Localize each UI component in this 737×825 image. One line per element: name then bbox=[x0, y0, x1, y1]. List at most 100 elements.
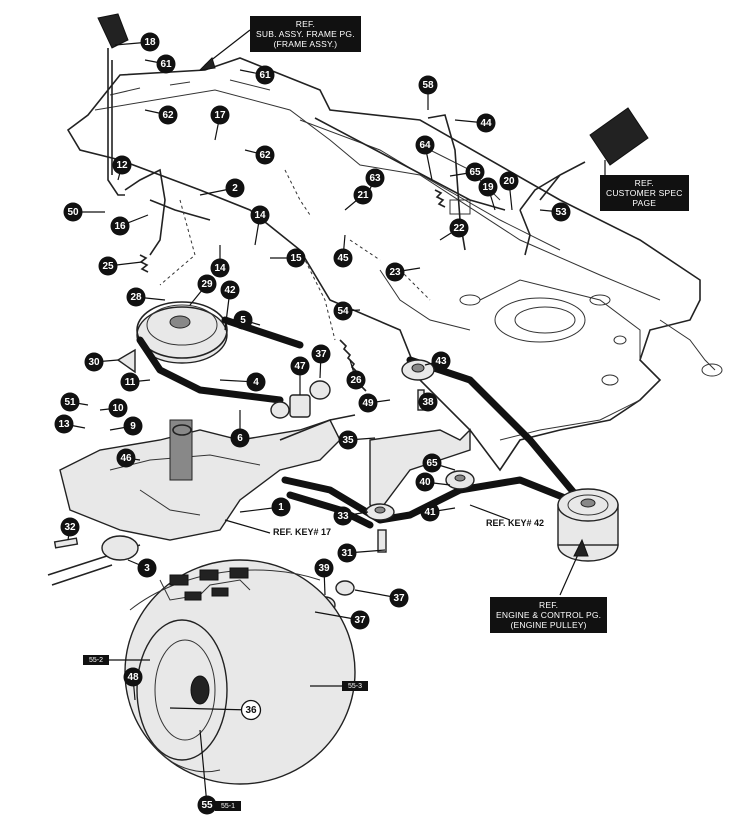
callout-number: 21 bbox=[357, 190, 369, 201]
callout-9: 9 bbox=[123, 416, 143, 436]
callout-circle bbox=[358, 393, 378, 413]
spring-64 bbox=[434, 189, 446, 208]
callout-circle bbox=[230, 428, 250, 448]
ref-arrow-engine bbox=[559, 549, 581, 596]
callout-number: 32 bbox=[64, 522, 76, 533]
ref-key17-leader bbox=[224, 519, 271, 534]
callout-26: 26 bbox=[346, 370, 366, 390]
callout-number: 49 bbox=[362, 398, 374, 409]
callout-number: 48 bbox=[127, 672, 139, 683]
callout-circle bbox=[140, 32, 160, 52]
callout-circle bbox=[63, 202, 83, 222]
callout-number: 30 bbox=[88, 357, 100, 368]
callout-circle bbox=[422, 453, 442, 473]
callout-circle bbox=[156, 54, 176, 74]
callout-number: 41 bbox=[424, 507, 436, 518]
callout-14: 14 bbox=[250, 205, 270, 225]
callout-number: 22 bbox=[453, 223, 465, 234]
callout-circle bbox=[415, 135, 435, 155]
ref-key17-label: REF. KEY# 17 bbox=[273, 527, 332, 537]
callout-circle bbox=[346, 370, 366, 390]
ref-arrow-engine-head bbox=[573, 538, 589, 557]
callout-16: 16 bbox=[110, 216, 130, 236]
callout-circle bbox=[210, 105, 230, 125]
callout-number: 37 bbox=[354, 615, 366, 626]
callout-65: 65 bbox=[422, 453, 442, 473]
callout-10: 10 bbox=[108, 398, 128, 418]
callout-circle bbox=[108, 398, 128, 418]
callout-44: 44 bbox=[476, 113, 496, 133]
callout-circle bbox=[350, 610, 370, 630]
callout-15: 15 bbox=[286, 248, 306, 268]
callout-circle bbox=[54, 414, 74, 434]
callout-31: 31 bbox=[337, 543, 357, 563]
callout-circle bbox=[112, 155, 132, 175]
callout-circle bbox=[314, 558, 334, 578]
ref-key42-leader bbox=[469, 504, 511, 521]
spacer-47 bbox=[270, 380, 331, 419]
callout-circle bbox=[98, 256, 118, 276]
callout-41: 41 bbox=[420, 502, 440, 522]
callout-number: 3 bbox=[144, 563, 150, 574]
callout-11: 11 bbox=[120, 372, 140, 392]
callout-number: 61 bbox=[259, 70, 271, 81]
callout-63: 63 bbox=[365, 168, 385, 188]
callout-number: 46 bbox=[120, 453, 132, 464]
leader-dashed bbox=[159, 169, 431, 341]
rear-wheel bbox=[124, 559, 356, 785]
callout-number: 61 bbox=[160, 59, 172, 70]
callout-number: 14 bbox=[214, 263, 226, 274]
callout-circle bbox=[478, 177, 498, 197]
callout-leader bbox=[169, 707, 252, 711]
callout-number: 65 bbox=[426, 458, 438, 469]
ref-engine-line3: (ENGINE PULLEY) bbox=[510, 620, 587, 630]
callout-number: 35 bbox=[342, 435, 354, 446]
callout-number: 2 bbox=[232, 183, 238, 194]
callout-number: 43 bbox=[435, 356, 447, 367]
ref-arrow-frame-head bbox=[198, 57, 216, 71]
callout-number: 20 bbox=[503, 176, 515, 187]
callout-36: 36 bbox=[240, 699, 262, 721]
callout-number: 55 bbox=[201, 800, 213, 811]
ref-engine-line2: ENGINE & CONTROL PG. bbox=[496, 610, 602, 620]
callout-circle bbox=[499, 171, 519, 191]
callout-circle bbox=[210, 258, 230, 278]
callout-28: 28 bbox=[126, 287, 146, 307]
callout-circle bbox=[158, 105, 178, 125]
ref-frame-line1: REF. bbox=[295, 19, 316, 29]
callout-number: 64 bbox=[419, 140, 431, 151]
callout-circle bbox=[84, 352, 104, 372]
callout-circle bbox=[418, 392, 438, 412]
callout-number: 23 bbox=[389, 267, 401, 278]
callout-number: 15 bbox=[290, 253, 302, 264]
callout-37: 37 bbox=[389, 588, 409, 608]
callout-number: 63 bbox=[369, 173, 381, 184]
callout-circle bbox=[389, 588, 409, 608]
callout-43: 43 bbox=[431, 351, 451, 371]
callout-number: 36 bbox=[245, 705, 257, 716]
tire-tag-hub: 55-2 bbox=[83, 655, 109, 665]
tire-tag-base: 55-1 bbox=[215, 801, 241, 811]
callout-circle bbox=[286, 248, 306, 268]
callout-58: 58 bbox=[418, 75, 438, 95]
callout-number: 50 bbox=[67, 207, 79, 218]
callout-25: 25 bbox=[98, 256, 118, 276]
callout-64: 64 bbox=[415, 135, 435, 155]
callout-46: 46 bbox=[116, 448, 136, 468]
callout-number: 53 bbox=[555, 207, 567, 218]
callout-number: 45 bbox=[337, 253, 349, 264]
callout-number: 51 bbox=[64, 397, 76, 408]
callout-4: 4 bbox=[246, 372, 266, 392]
callout-number: 16 bbox=[114, 221, 126, 232]
callout-38: 38 bbox=[418, 392, 438, 412]
callout-37: 37 bbox=[350, 610, 370, 630]
idler-bracket bbox=[365, 428, 475, 521]
callout-61: 61 bbox=[255, 65, 275, 85]
callout-21: 21 bbox=[353, 185, 373, 205]
callout-circle bbox=[415, 472, 435, 492]
callout-number: 37 bbox=[393, 593, 405, 604]
callout-circle bbox=[333, 506, 353, 526]
callout-5: 5 bbox=[233, 310, 253, 330]
callout-circle bbox=[240, 699, 262, 721]
